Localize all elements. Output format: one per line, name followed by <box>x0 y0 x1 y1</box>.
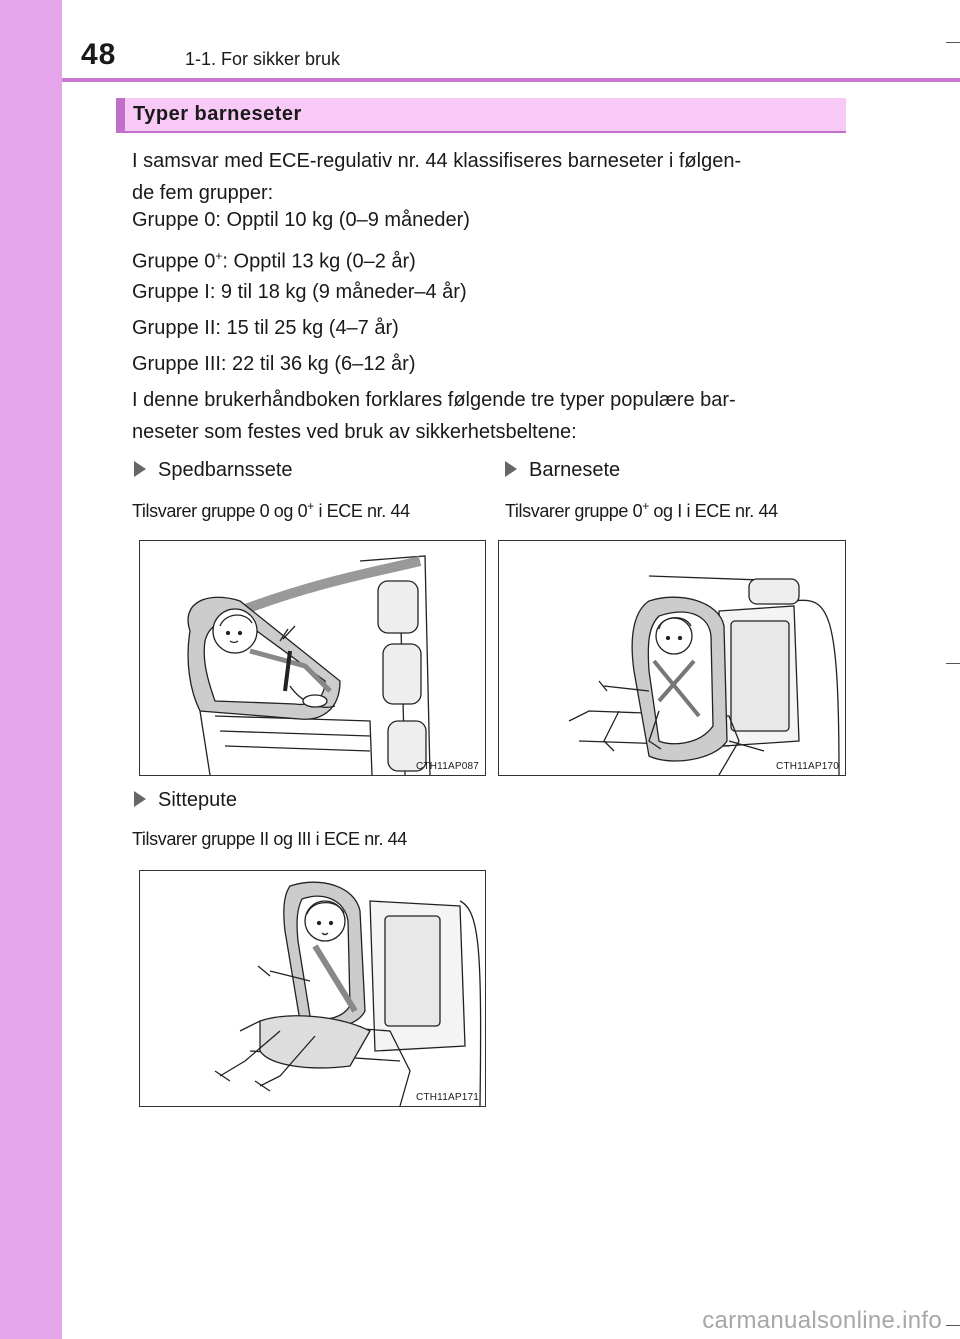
page-number: 48 <box>81 38 117 71</box>
seat-label: Barnesete <box>529 459 621 481</box>
figure-code: CTH11AP171 <box>416 1092 479 1103</box>
infant-seat-illustration: CTH11AP087 <box>139 540 486 776</box>
triangle-right-icon <box>505 461 517 477</box>
superscript-plus: + <box>642 499 649 513</box>
seat-type-child: Barnesete <box>505 459 620 482</box>
booster-seat-illustration: CTH11AP171 <box>139 870 486 1107</box>
explain-line: I denne brukerhåndboken forklares følgen… <box>132 389 736 411</box>
chapter-title: 1-1. For sikker bruk <box>185 49 341 69</box>
section-heading: Typer barneseter <box>116 98 846 133</box>
seat-label: Sittepute <box>158 789 237 811</box>
crop-mark <box>946 1325 960 1326</box>
child-seat-illustration: CTH11AP170 <box>498 540 846 776</box>
group-0plus-line: Gruppe 0+: Opptil 13 kg (0–2 år) <box>132 240 416 278</box>
group-3-line: Gruppe III: 22 til 36 kg (6–12 år) <box>132 353 416 375</box>
seat-caption-child: Tilsvarer gruppe 0+ og I i ECE nr. 44 <box>505 499 778 522</box>
header-rule <box>62 78 960 82</box>
caption-text: Tilsvarer gruppe II og III i ECE nr. 44 <box>132 829 407 849</box>
group-0plus-text: Gruppe 0 <box>132 250 216 273</box>
figure-code: CTH11AP170 <box>776 761 839 772</box>
watermark: carmanualsonline.info <box>702 1307 942 1334</box>
figure-code: CTH11AP087 <box>416 761 479 772</box>
triangle-right-icon <box>134 461 146 477</box>
section-title: Typer barneseter <box>133 103 302 125</box>
caption-text: i ECE nr. 44 <box>313 501 410 521</box>
intro-line: de fem grupper: <box>132 182 274 204</box>
caption-text: Tilsvarer gruppe 0 og 0 <box>132 501 308 521</box>
group-0plus-text: : Opptil 13 kg (0–2 år) <box>222 250 416 273</box>
child-seat-drawing <box>568 575 840 775</box>
intro-paragraph: I samsvar med ECE-regulativ nr. 44 klass… <box>132 145 826 209</box>
infant-seat-drawing <box>187 555 431 775</box>
seat-caption-infant: Tilsvarer gruppe 0 og 0+ i ECE nr. 44 <box>132 499 410 522</box>
group-0-line: Gruppe 0: Opptil 10 kg (0–9 måneder) <box>132 209 470 231</box>
crop-mark <box>946 42 960 43</box>
seat-label: Spedbarnssete <box>158 459 293 481</box>
crop-mark <box>946 663 960 664</box>
booster-seat-drawing <box>214 881 482 1106</box>
intro-line: I samsvar med ECE-regulativ nr. 44 klass… <box>132 150 742 172</box>
seat-type-infant: Spedbarnssete <box>134 459 293 482</box>
section-accent-bar <box>116 98 125 131</box>
caption-text: Tilsvarer gruppe 0 <box>505 501 643 521</box>
seat-caption-booster: Tilsvarer gruppe II og III i ECE nr. 44 <box>132 829 407 850</box>
superscript-plus: + <box>307 499 314 513</box>
group-1-line: Gruppe I: 9 til 18 kg (9 måneder–4 år) <box>132 281 467 303</box>
explain-paragraph: I denne brukerhåndboken forklares følgen… <box>132 384 826 448</box>
explain-line: neseter som festes ved bruk av sikkerhet… <box>132 421 577 443</box>
seat-type-booster: Sittepute <box>134 789 237 812</box>
triangle-right-icon <box>134 791 146 807</box>
group-2-line: Gruppe II: 15 til 25 kg (4–7 år) <box>132 317 399 339</box>
superscript-plus: + <box>215 249 223 263</box>
caption-text: og I i ECE nr. 44 <box>648 501 778 521</box>
left-color-band <box>0 0 62 1339</box>
